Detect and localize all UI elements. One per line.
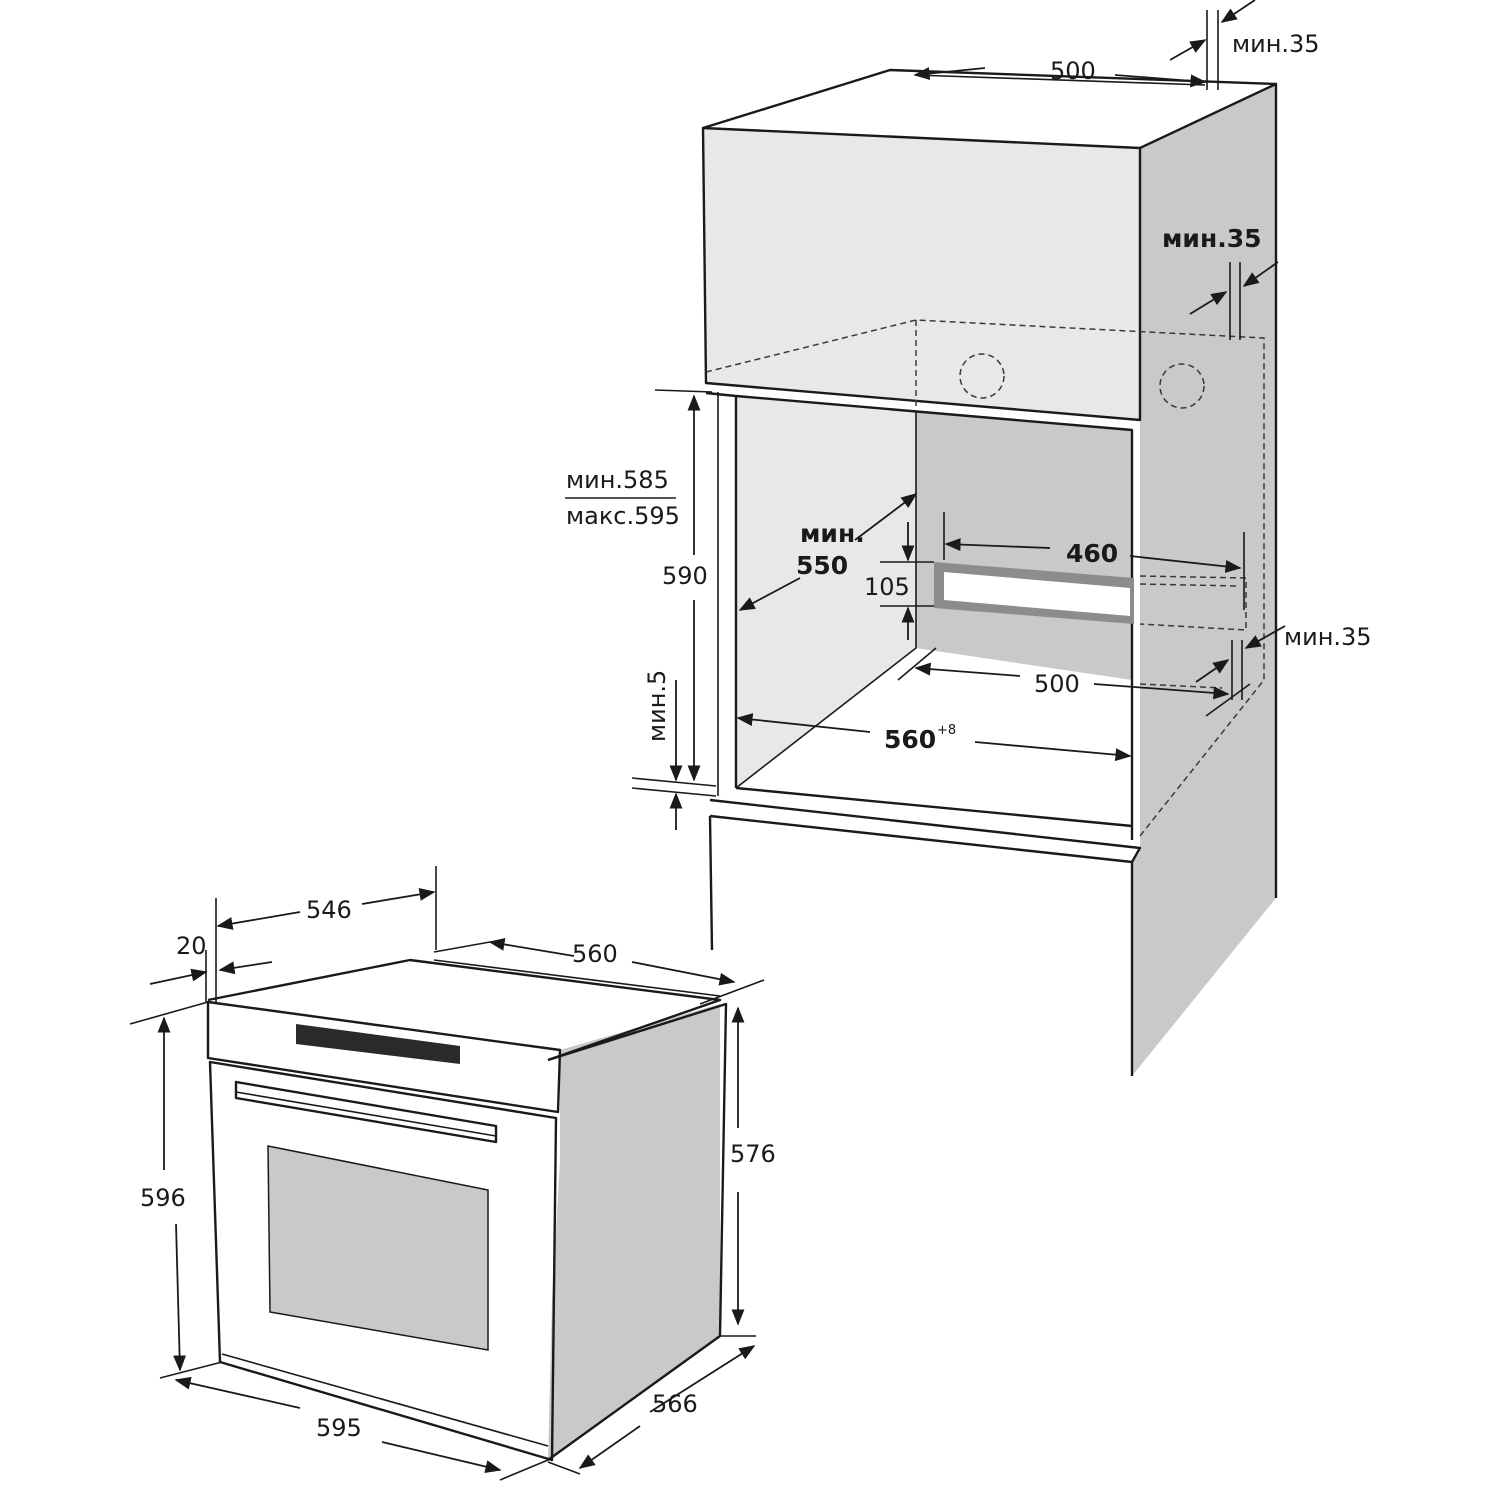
oven-dimensions <box>129 866 765 1481</box>
cabinet-bottom-gap: мин.5 <box>643 670 671 742</box>
niche-left-wall <box>736 396 916 788</box>
oven-depth-bottom: 566 <box>652 1390 698 1418</box>
cabinet-height-min: мин.585 <box>566 466 669 494</box>
oven-handle <box>234 1080 498 1144</box>
oven-depth: 546 <box>306 896 352 924</box>
cabinet-vent-width: 460 <box>1066 539 1118 568</box>
cabinet-top-depth: 500 <box>1050 57 1096 85</box>
cabinet-shelf <box>710 800 1140 862</box>
oven-width-bottom: 595 <box>316 1414 362 1442</box>
oven-width-top: 560 <box>572 940 618 968</box>
cabinet-dimensions <box>565 0 1286 830</box>
oven-drawing <box>206 958 728 1462</box>
cabinet-top-box <box>703 128 1140 420</box>
oven-labels: 546 20 560 596 576 595 566 <box>140 896 776 1442</box>
cabinet-height: 590 <box>662 562 708 590</box>
cabinet-width: 560 <box>884 725 936 754</box>
cabinet-bottom-depth: 500 <box>1034 670 1080 698</box>
cabinet-height-max: макс.595 <box>566 502 680 530</box>
cabinet-side-gap: мин.35 <box>1162 224 1262 253</box>
cabinet-vent-height: 105 <box>864 573 910 601</box>
oven-height-side: 576 <box>730 1140 776 1168</box>
oven-height-front: 596 <box>140 1184 186 1212</box>
cabinet-depth-min-value: 550 <box>796 551 848 580</box>
cabinet-drawing <box>701 68 1278 1076</box>
oven-side <box>548 1004 720 1460</box>
cabinet-right-gap: мин.35 <box>1284 623 1372 651</box>
cabinet-top-gap: мин.35 <box>1232 30 1320 58</box>
cabinet-width-tolerance: +8 <box>937 723 956 738</box>
oven-display <box>296 1024 460 1064</box>
cabinet-labels: 500 мин.35 мин.35 мин.585 макс.595 590 м… <box>566 30 1372 754</box>
oven-window <box>267 1145 489 1351</box>
oven-front: 20 <box>176 932 207 960</box>
cabinet-depth-min-label: мин. <box>800 519 865 548</box>
